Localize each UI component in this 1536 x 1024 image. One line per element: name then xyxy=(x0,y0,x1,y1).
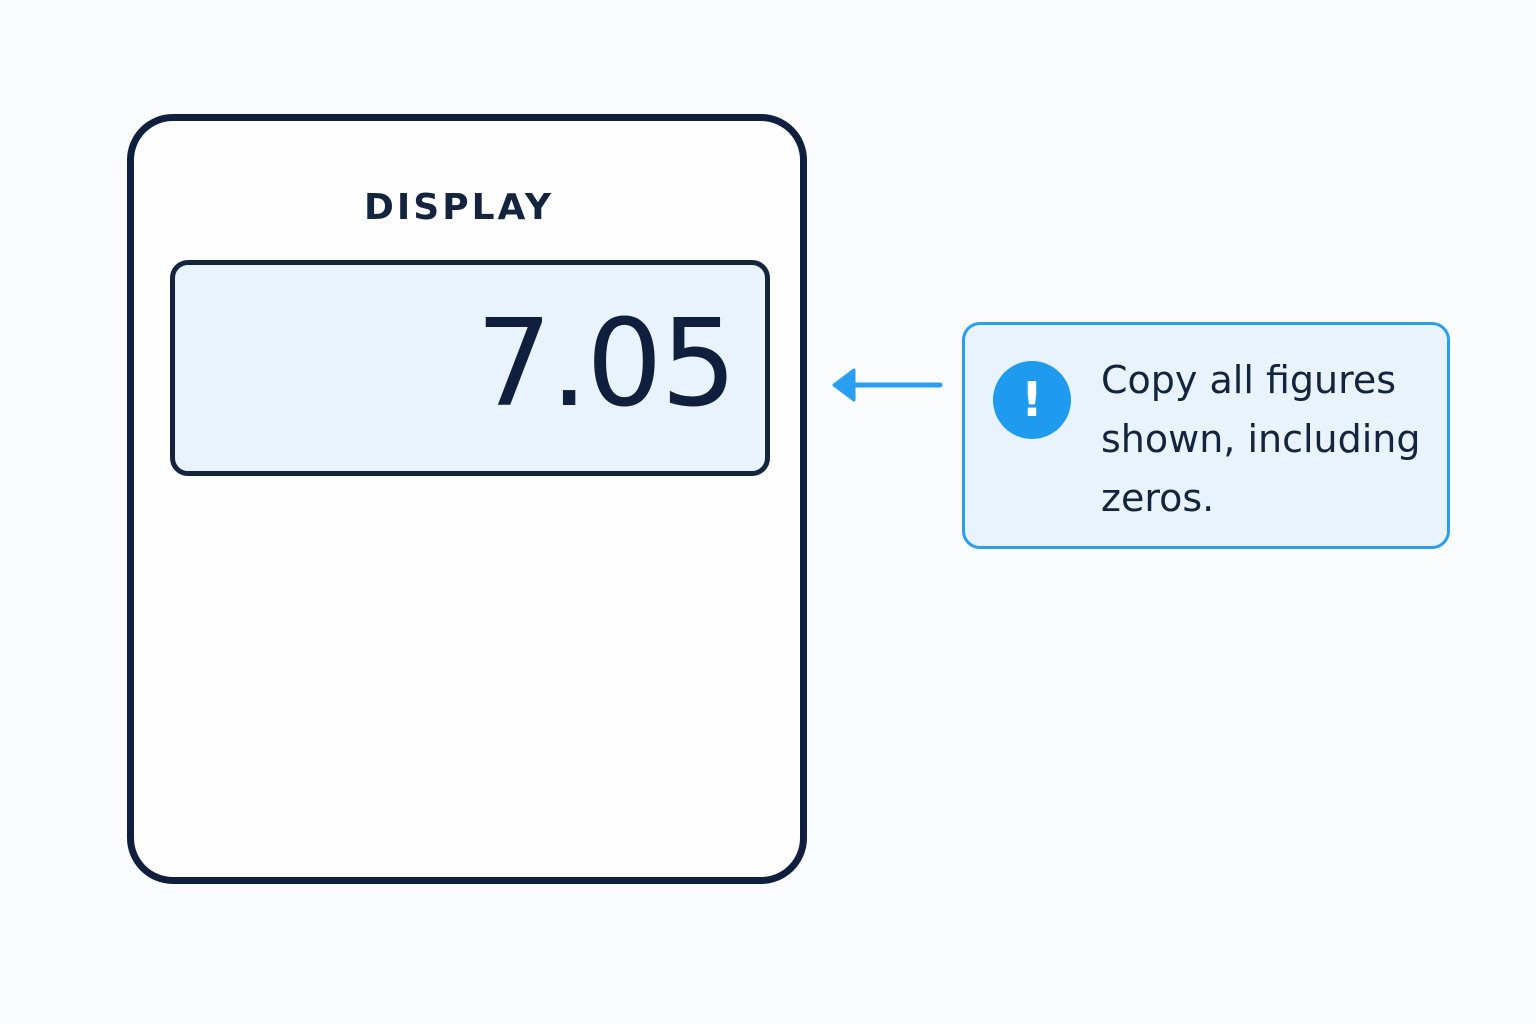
display-value: 7.05 xyxy=(475,295,737,434)
device-label: DISPLAY xyxy=(363,187,554,228)
display-device: DISPLAY 7.05 xyxy=(127,114,807,884)
exclamation-icon: ! xyxy=(993,361,1071,439)
callout-text: Copy all figures shown, including zeros. xyxy=(1101,358,1421,520)
instruction-callout: ! Copy all figures shown, including zero… xyxy=(962,322,1450,549)
display-screen: 7.05 xyxy=(170,260,770,476)
pointer-arrow-icon xyxy=(832,368,943,402)
